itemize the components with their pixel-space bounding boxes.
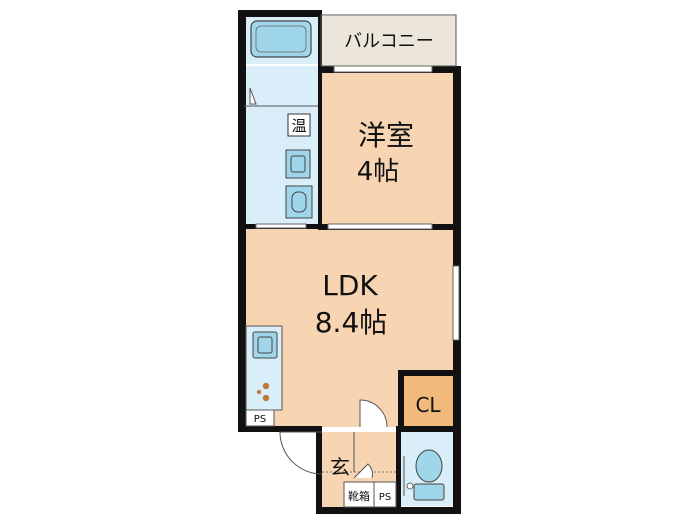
wall-toilet-left: [396, 426, 401, 514]
stove-burner-1: [262, 382, 270, 390]
balcony-floor: [322, 16, 456, 66]
closet-floor: [403, 376, 453, 427]
washbasin-icon: [285, 149, 311, 179]
wall-left-upper: [238, 10, 246, 431]
sliding-door-western: [327, 223, 433, 230]
front-door-swing-icon: [279, 431, 323, 475]
wall-closet-top: [398, 370, 456, 376]
water-heater-label: 温: [291, 117, 306, 135]
stove-burner-3: [256, 389, 262, 395]
shoe-box-label: 靴箱: [348, 489, 370, 503]
windows: [255, 65, 460, 341]
window-ldk-right: [452, 265, 460, 341]
washbasin-bowl-icon: [290, 155, 306, 173]
western-room-label: 洋室: [358, 119, 414, 152]
ldk-size: 8.4帖: [315, 306, 388, 339]
sliding-door-bath: [255, 223, 307, 229]
washing-machine-drum-icon: [291, 191, 307, 213]
wall-closet-left: [398, 370, 404, 432]
wall-top-bath: [238, 10, 321, 17]
closet-label: CL: [415, 393, 441, 417]
balcony-label: バルコニー: [344, 31, 434, 52]
wall-bath-right: [318, 10, 322, 230]
toilet-door-swing-icon: [353, 463, 373, 479]
door-swing-icon: [249, 87, 257, 105]
window-balcony: [333, 65, 433, 73]
washing-machine-icon: [285, 185, 313, 219]
entrance-label: 玄: [330, 455, 350, 479]
toilet-tank-icon: [413, 483, 445, 501]
ldk-door-swing-icon: [359, 399, 388, 428]
shoe-box: [343, 481, 375, 508]
western-room-floor: [322, 72, 453, 225]
stove-icon: [256, 382, 270, 402]
ldk-label: LDK: [322, 269, 378, 302]
kitchen-sink-icon: [252, 331, 278, 359]
bathtub-icon: [250, 20, 312, 58]
ps-kitchen-label: PS: [254, 414, 266, 425]
ps-kitchen-box: [245, 409, 275, 427]
wall-entrance-left: [316, 426, 322, 514]
wall-ldk-bottom-right: [396, 426, 458, 432]
stove-burner-2: [262, 394, 270, 402]
ps-entrance-label: PS: [379, 492, 391, 503]
toilet-paper-icon: [406, 482, 414, 490]
ps-entrance-box: [373, 481, 397, 508]
water-heater-box: [287, 113, 311, 137]
bathtub-inner-icon: [255, 25, 307, 53]
toilet-bowl-icon: [415, 449, 443, 483]
kitchen-sink-bowl-icon: [257, 336, 273, 354]
wall-ldk-bottom-left: [238, 426, 322, 432]
wall-bottom: [316, 507, 461, 514]
western-room-size: 4帖: [357, 157, 400, 187]
